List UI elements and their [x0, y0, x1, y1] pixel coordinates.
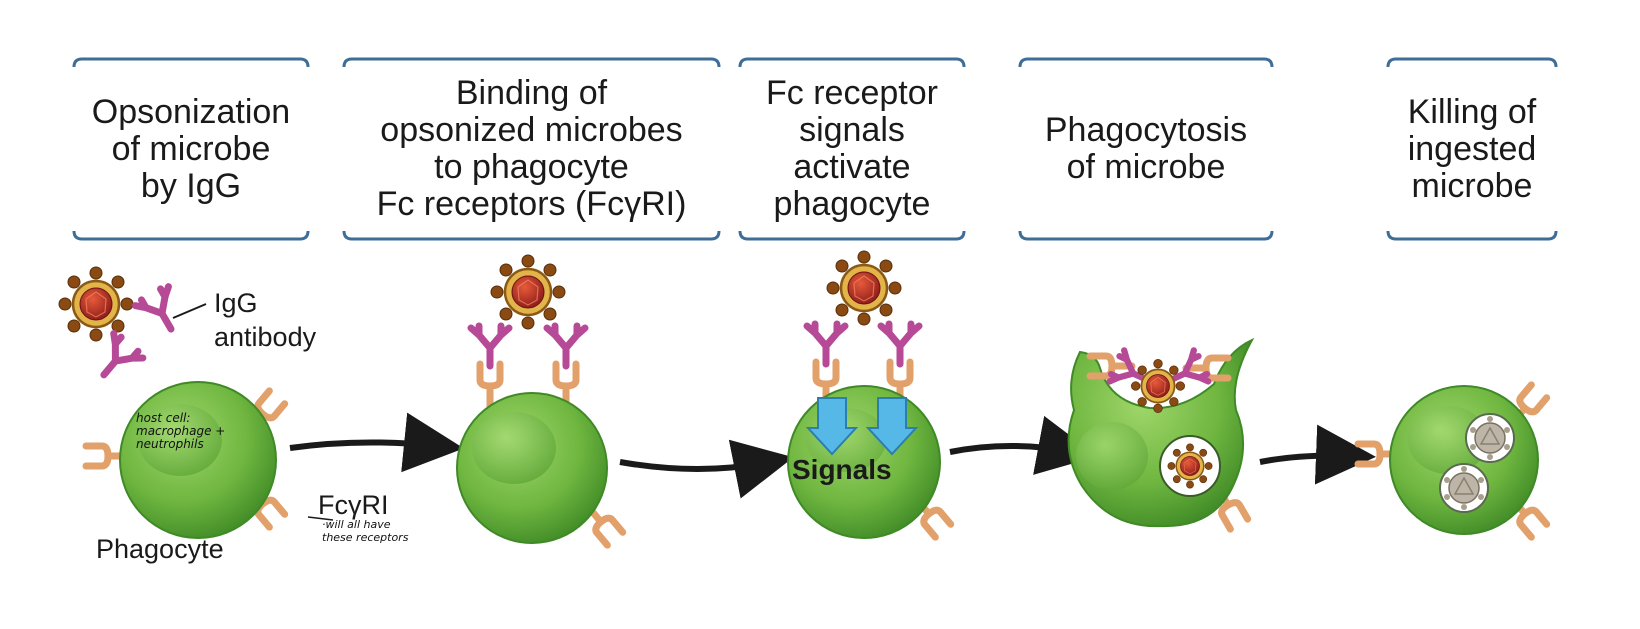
panel2-antibody — [547, 326, 585, 366]
signal-arrow-icon — [805, 397, 859, 456]
arrow-2 — [619, 439, 794, 499]
label-signals: Signals — [792, 454, 892, 485]
label-phagocyte: Phagocyte — [96, 534, 224, 564]
signal-arrow-icon — [865, 397, 919, 456]
panel1-phagocyte — [119, 381, 277, 539]
killed-microbe — [1465, 413, 1515, 463]
panel2-microbe — [489, 253, 567, 331]
label-igg: IgG — [214, 288, 258, 318]
label-fcgri: FcγRI — [318, 490, 389, 520]
arrow-4 — [1259, 424, 1376, 485]
panel3-microbe — [825, 249, 903, 327]
panel3-antibody — [807, 324, 845, 364]
arrow-3 — [949, 415, 1098, 475]
panel2-receptor — [480, 364, 500, 406]
label-antibody: antibody — [214, 322, 317, 352]
arrow-1 — [289, 412, 464, 473]
igg-leader-line — [172, 303, 207, 319]
annotation-host-cell: host cell:macrophage +neutrophils — [136, 411, 226, 451]
fcgri-leader-line — [307, 516, 334, 521]
panel1-microbe — [57, 265, 135, 343]
panel4-microbe — [1130, 358, 1186, 414]
panel4-phagocyte — [1067, 337, 1255, 528]
panel1-antibody — [135, 285, 188, 339]
panel3-antibody — [881, 324, 919, 364]
killed-microbe — [1439, 463, 1489, 513]
panel2-phagocyte — [456, 392, 608, 544]
panel2-antibody — [471, 326, 509, 366]
phagosome — [1159, 435, 1221, 497]
